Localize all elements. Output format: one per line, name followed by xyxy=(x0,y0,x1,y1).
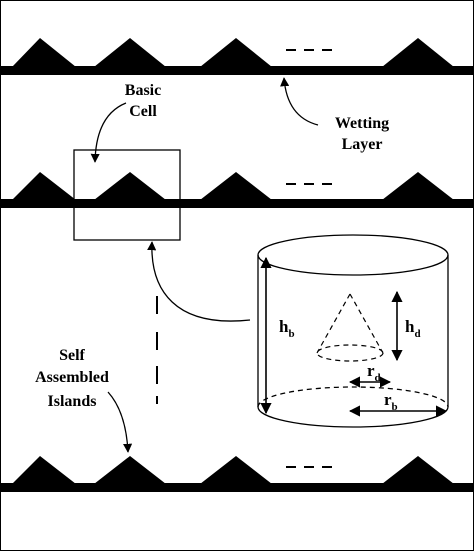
wetting-layer-bar xyxy=(0,483,474,492)
wetting-layer-label-line2: Layer xyxy=(342,136,383,153)
island xyxy=(94,172,166,200)
wetting-layer-middle xyxy=(0,172,474,208)
island xyxy=(12,172,76,200)
island xyxy=(382,172,454,200)
island xyxy=(382,38,454,67)
rb-label: rb xyxy=(384,390,398,413)
zoom-arrow xyxy=(147,241,251,322)
basic-cell-label-line2: Cell xyxy=(129,103,157,120)
cone-left-edge xyxy=(316,293,351,354)
island xyxy=(200,172,272,200)
cone-right-edge xyxy=(349,293,384,354)
island xyxy=(12,456,76,484)
islands-label-line1: Self xyxy=(59,347,85,364)
islands-label-line2: Assembled xyxy=(35,369,109,386)
wetting-layer-bottom xyxy=(0,456,474,492)
hd-label: hd xyxy=(405,317,421,340)
wetting-layer-top xyxy=(0,38,474,75)
wetting-layer-arrow xyxy=(280,77,319,126)
basic-cell-arrow xyxy=(90,102,127,163)
wetting-layer-bar xyxy=(0,66,474,75)
island xyxy=(382,456,454,484)
cylinder-bottom-front xyxy=(257,406,449,428)
wetting-layer-bar xyxy=(0,199,474,208)
cone-base xyxy=(316,344,384,362)
cylinder-top xyxy=(257,234,449,276)
island xyxy=(94,456,166,484)
island xyxy=(200,456,272,484)
rd-label: rd xyxy=(367,361,381,384)
island xyxy=(12,38,76,67)
cylinder-bottom-back xyxy=(257,386,449,408)
island xyxy=(94,38,166,67)
hb-label: hb xyxy=(279,317,295,340)
island xyxy=(200,38,272,67)
basic-cell-label-line1: Basic xyxy=(125,82,161,99)
dot-cone xyxy=(316,293,384,362)
basic-cell-box xyxy=(73,149,181,241)
islands-arrow xyxy=(107,391,133,453)
wetting-layer-label-line1: Wetting xyxy=(335,115,389,132)
islands-label-line3: Islands xyxy=(48,393,97,410)
